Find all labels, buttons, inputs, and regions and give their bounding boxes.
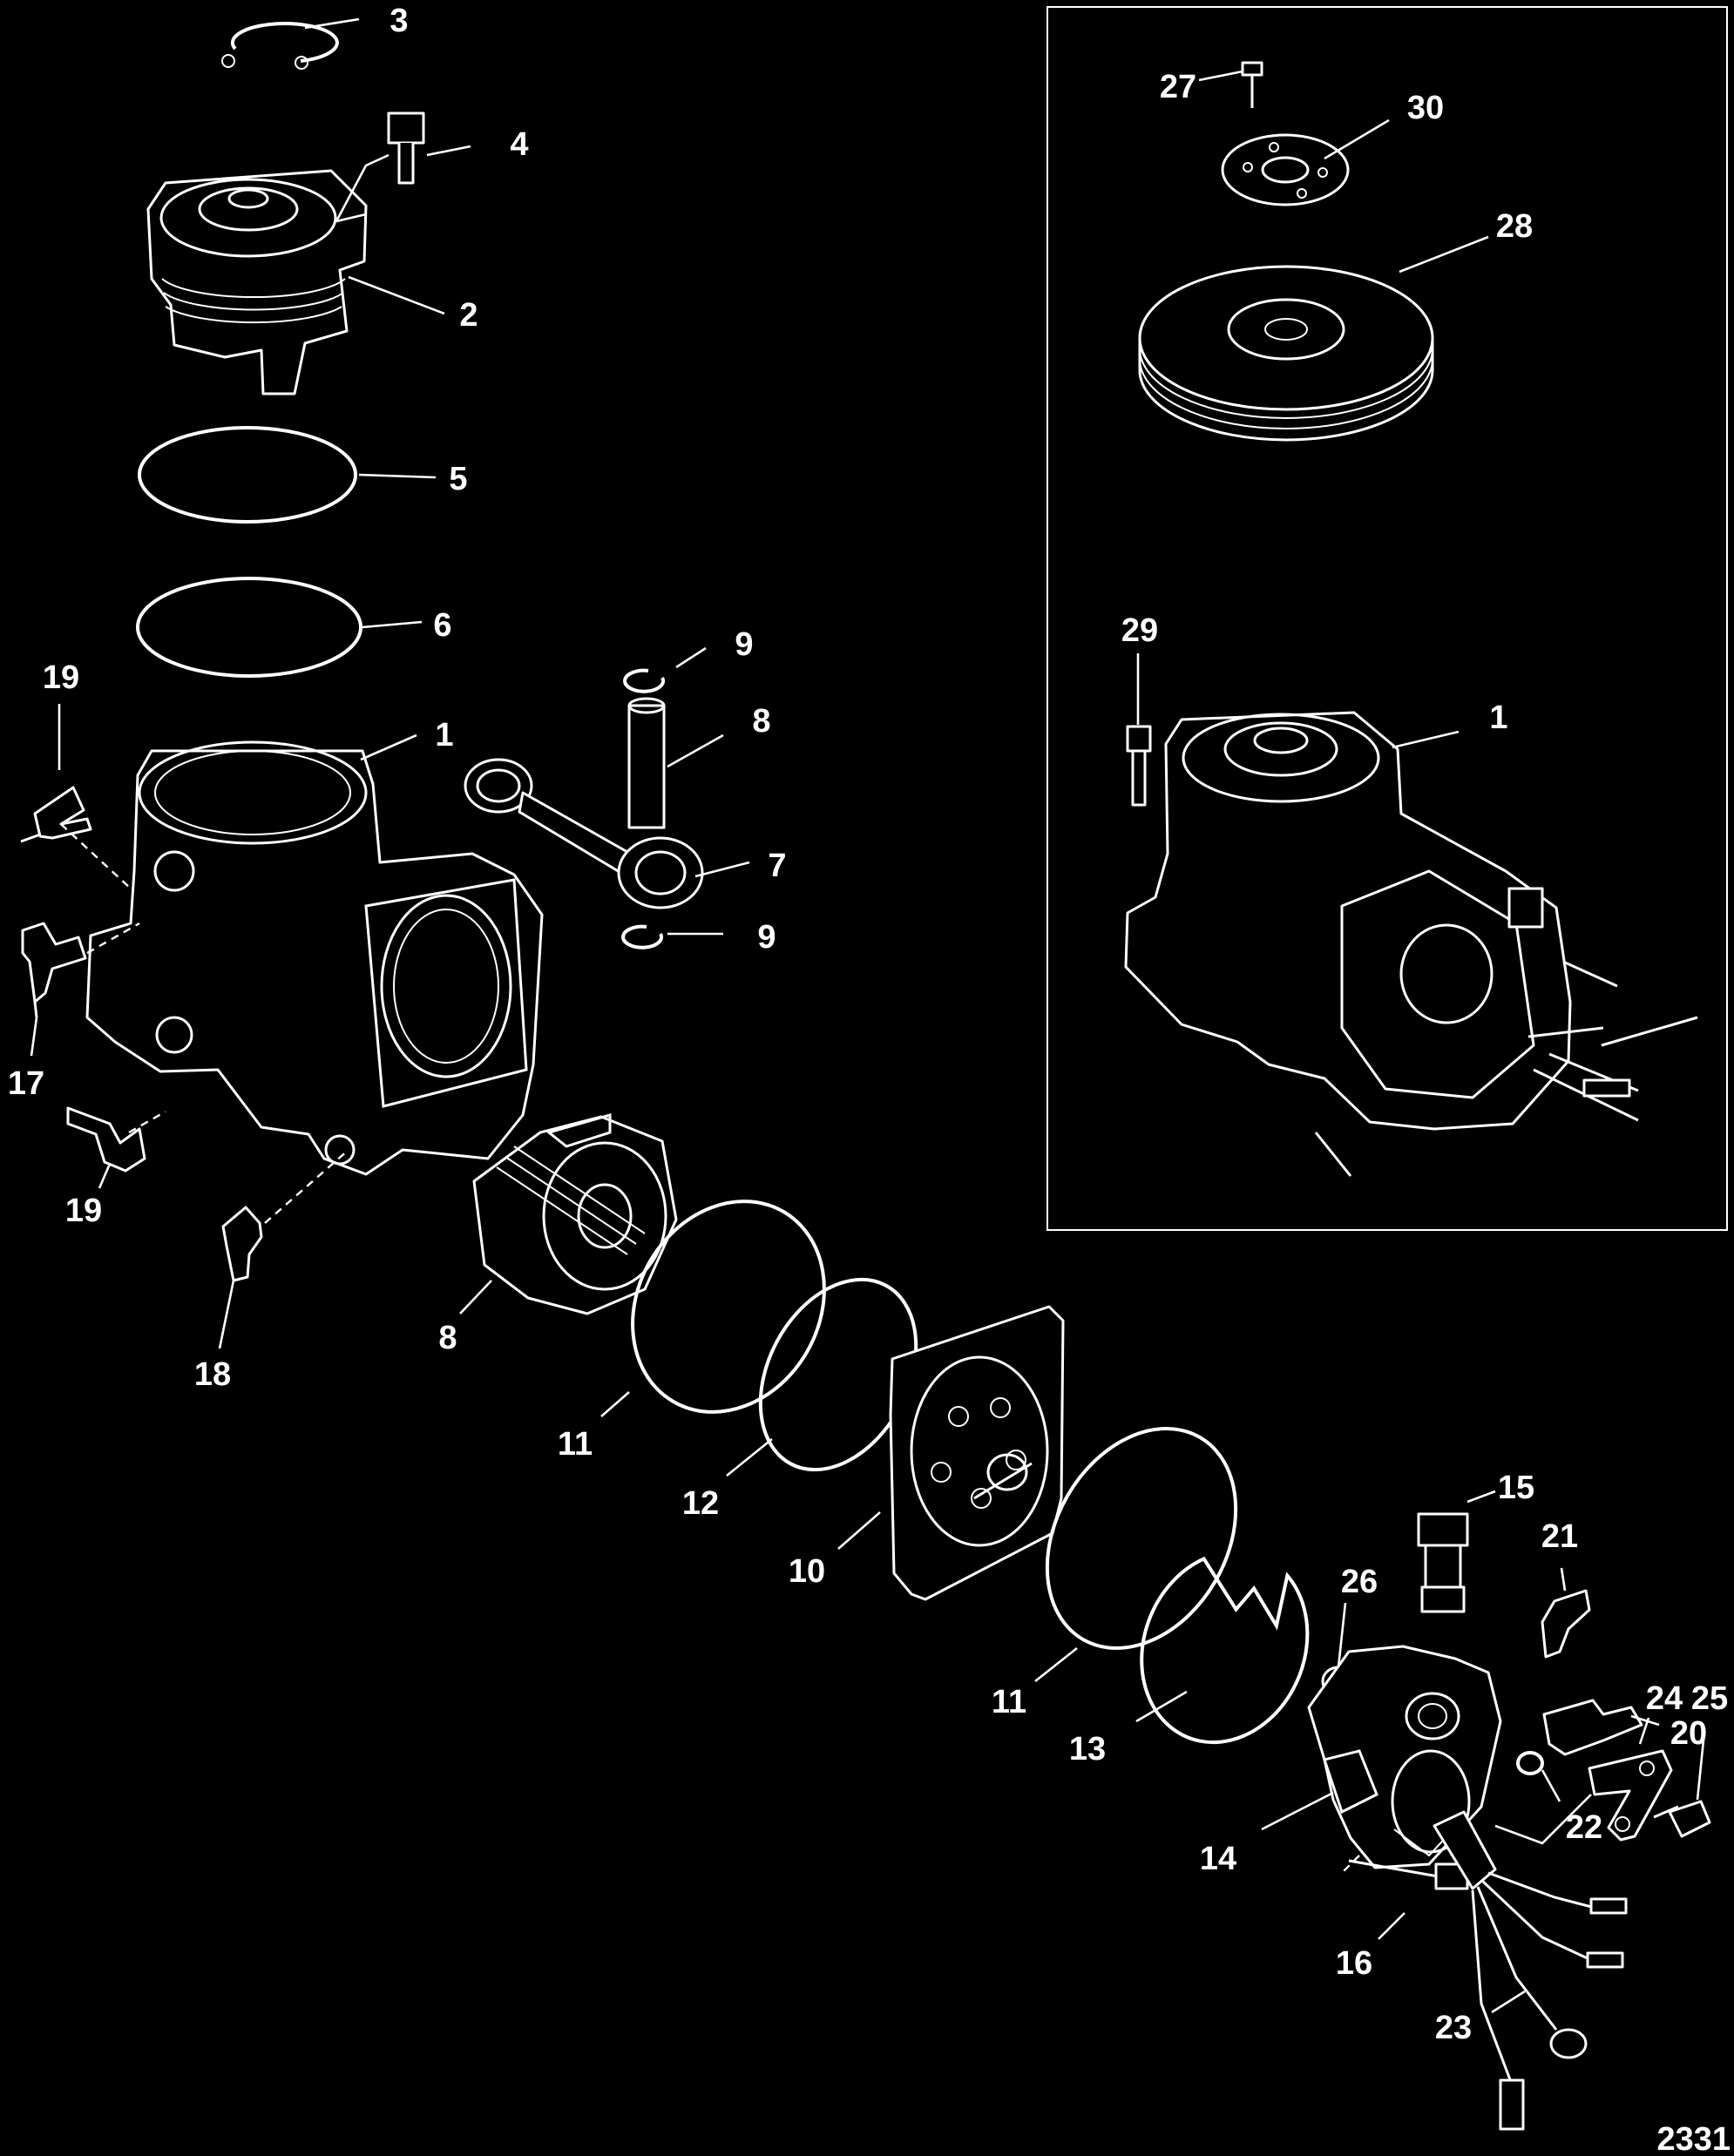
callout-12: 12 bbox=[682, 1485, 719, 1522]
callout-8-piston: 8 bbox=[438, 1320, 457, 1356]
callout-13: 13 bbox=[1069, 1731, 1106, 1767]
part-25-bolt bbox=[1653, 1800, 1711, 1838]
part-14-pump-body bbox=[1307, 1645, 1502, 1869]
callout-28: 28 bbox=[1496, 208, 1533, 245]
part-8-pin bbox=[627, 697, 666, 829]
part-27-screw bbox=[1241, 61, 1263, 108]
callout-21: 21 bbox=[1541, 1518, 1578, 1555]
part-20-sensor bbox=[1542, 1699, 1643, 1756]
callout-9-upper: 9 bbox=[735, 626, 753, 663]
callout-24: 24 bbox=[1646, 1680, 1683, 1717]
part-24-bracket bbox=[1588, 1749, 1673, 1842]
callout-11-rear: 11 bbox=[992, 1684, 1026, 1720]
callout-17: 17 bbox=[8, 1065, 44, 1102]
callout-19-lower: 19 bbox=[65, 1193, 102, 1229]
part-19-fitting-upper bbox=[20, 786, 92, 843]
callout-20: 20 bbox=[1670, 1715, 1707, 1752]
part-18-elbow bbox=[221, 1206, 263, 1282]
callout-14: 14 bbox=[1200, 1841, 1236, 1877]
part-23-harness bbox=[1433, 1810, 1628, 2131]
callout-7: 7 bbox=[768, 848, 786, 884]
part-1-housing bbox=[85, 740, 544, 1176]
callout-2: 2 bbox=[459, 297, 478, 334]
part-30-plate bbox=[1221, 133, 1350, 206]
callout-27: 27 bbox=[1160, 69, 1196, 105]
callout-9-lower: 9 bbox=[757, 919, 776, 956]
part-28-diaphragm bbox=[1138, 265, 1434, 442]
part-8-piston bbox=[472, 1113, 678, 1315]
part-4-bolt bbox=[387, 112, 425, 185]
callout-1-inset: 1 bbox=[1489, 700, 1507, 736]
callout-29: 29 bbox=[1121, 612, 1158, 649]
callout-30: 30 bbox=[1407, 90, 1444, 126]
part-29-screw bbox=[1126, 725, 1152, 807]
part-5-oring bbox=[138, 426, 357, 524]
part-13-gasket bbox=[1140, 1556, 1310, 1745]
callout-23: 23 bbox=[1435, 2010, 1472, 2046]
assembled-pump bbox=[1124, 711, 1698, 1177]
callout-3: 3 bbox=[389, 3, 408, 39]
part-15-fitting bbox=[1417, 1512, 1469, 1613]
callout-22: 22 bbox=[1566, 1809, 1602, 1846]
part-17-elbow bbox=[21, 922, 87, 1018]
part-19-fitting-lower bbox=[66, 1106, 146, 1173]
figure-number: 2331 bbox=[1656, 2121, 1731, 2156]
callout-10: 10 bbox=[789, 1553, 825, 1590]
callout-11-front: 11 bbox=[558, 1426, 593, 1463]
callout-19-upper: 19 bbox=[43, 659, 79, 696]
part-10-valve-plate bbox=[889, 1305, 1065, 1601]
callout-16: 16 bbox=[1336, 1945, 1372, 1982]
part-22-washer bbox=[1516, 1751, 1544, 1775]
part-6-oring bbox=[136, 577, 362, 678]
part-11-oring-front bbox=[631, 1200, 826, 1414]
callout-1: 1 bbox=[435, 717, 453, 754]
callout-15: 15 bbox=[1498, 1470, 1534, 1506]
part-11-oring-rear bbox=[1045, 1427, 1238, 1650]
callout-26: 26 bbox=[1341, 1564, 1378, 1600]
part-2-cover bbox=[146, 169, 368, 395]
callout-6: 6 bbox=[433, 607, 451, 644]
callout-4: 4 bbox=[510, 126, 528, 163]
part-9-clip-upper bbox=[623, 668, 666, 693]
part-9-clip-lower bbox=[621, 924, 664, 950]
callout-18: 18 bbox=[194, 1356, 231, 1393]
callout-5: 5 bbox=[449, 461, 467, 497]
part-7-connecting-rod bbox=[464, 758, 704, 909]
inset-frame bbox=[1046, 6, 1728, 1231]
callout-25: 25 bbox=[1691, 1680, 1728, 1717]
part-21-fitting bbox=[1541, 1589, 1591, 1659]
callout-8-pin: 8 bbox=[752, 703, 770, 740]
part-3-ring bbox=[221, 22, 339, 70]
